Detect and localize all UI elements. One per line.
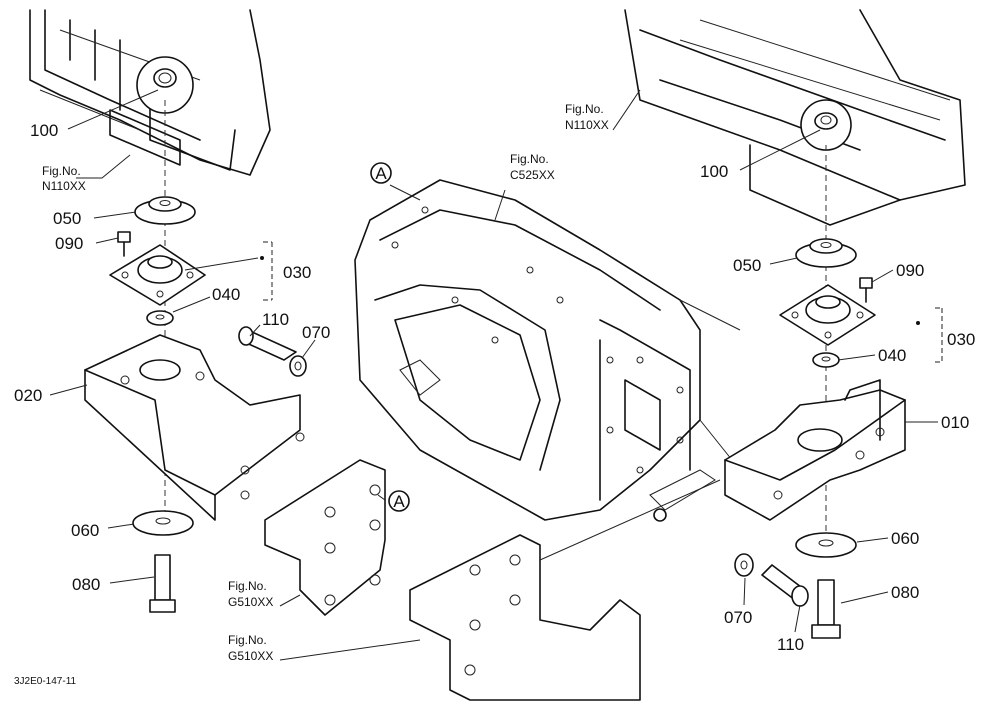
leader-lines — [49, 89, 938, 661]
callout-r010: 010 — [941, 413, 969, 432]
callout-l110: 110 — [262, 310, 289, 329]
view-markers: A A — [370, 162, 410, 512]
frame-upper-left — [29, 9, 271, 176]
callout-l090: 090 — [55, 234, 83, 253]
view-marker-a-top: A — [375, 164, 387, 183]
callout-l040: 040 — [212, 285, 240, 304]
figref-n110-left-l2: N110XX — [42, 179, 86, 193]
right-mount-stack — [724, 145, 943, 639]
figref-g510-lower-l2: G510XX — [228, 649, 273, 663]
figref-g510-upper-l1: Fig.No. — [228, 579, 267, 593]
callout-l070: 070 — [302, 323, 330, 342]
callout-r060: 060 — [891, 529, 919, 548]
frame-plate-lower — [409, 479, 721, 701]
callout-r100: 100 — [700, 162, 728, 181]
callout-r030: 030 — [947, 330, 975, 349]
callout-l020: 020 — [14, 386, 42, 405]
left-mount-stack — [84, 100, 307, 613]
callout-l060: 060 — [71, 521, 99, 540]
figref-g510-lower-l1: Fig.No. — [228, 633, 267, 647]
frame-plate-left — [264, 459, 386, 616]
callout-r080: 080 — [891, 583, 919, 602]
callout-l050: 050 — [53, 209, 81, 228]
figref-n110-left-l1: Fig.No. — [42, 164, 81, 178]
frame-upper-right — [624, 9, 966, 226]
callout-l080: 080 — [72, 575, 100, 594]
figref-c525-l2: C525XX — [510, 168, 555, 182]
drawing-code: 3J2E0-147-11 — [14, 676, 77, 687]
transmission-case — [354, 179, 741, 522]
figref-n110-right-l2: N110XX — [565, 118, 609, 132]
callout-l030: 030 — [283, 263, 311, 282]
figref-g510-upper-l2: G510XX — [228, 595, 273, 609]
callout-r090: 090 — [896, 261, 924, 280]
view-marker-a-bottom: A — [393, 492, 405, 511]
callout-r110: 110 — [777, 635, 804, 654]
figref-n110-right-l1: Fig.No. — [565, 102, 604, 116]
callout-r050: 050 — [733, 256, 761, 275]
callout-r070: 070 — [724, 608, 752, 627]
callout-l100: 100 — [30, 121, 58, 140]
figref-c525-l1: Fig.No. — [510, 152, 549, 166]
callout-labels: 100 050 090 030 040 110 070 020 060 080 … — [14, 121, 975, 654]
figure-references: Fig.No. N110XX Fig.No. N110XX Fig.No. C5… — [42, 102, 609, 663]
callout-r040: 040 — [878, 346, 906, 365]
